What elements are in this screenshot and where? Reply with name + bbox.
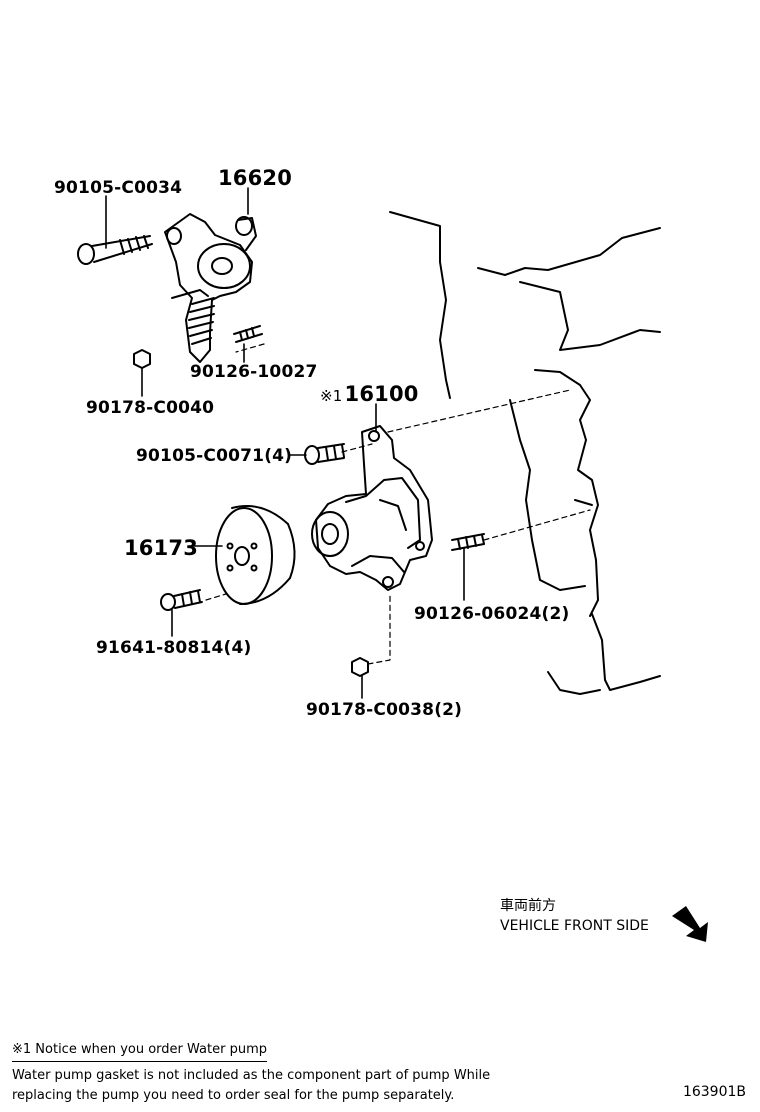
alignment-dashes: [205, 343, 591, 665]
vehicle-front-english: VEHICLE FRONT SIDE: [500, 918, 649, 934]
bolt-91641-80814-drawing: [160, 589, 203, 611]
label-16100[interactable]: ※116100: [320, 382, 419, 408]
label-90126-06024[interactable]: 90126-06024(2): [414, 604, 570, 624]
notice-line-2: replacing the pump you need to order sea…: [12, 1088, 455, 1103]
notice-mark: ※1: [320, 387, 343, 405]
tensioner-16620-drawing: [164, 213, 257, 363]
label-90126-10027[interactable]: 90126-10027: [190, 362, 318, 382]
bolt-90105-c0071-drawing: [304, 443, 345, 465]
label-90105-c0071[interactable]: 90105-C0071(4): [136, 446, 293, 466]
label-90105-c0034[interactable]: 90105-C0034: [54, 178, 183, 198]
pulley-16173-drawing: [215, 505, 296, 605]
label-16620[interactable]: 16620: [218, 166, 293, 190]
stud-90126-06024-drawing: [451, 533, 485, 551]
vehicle-front-indicator: 車両前方 VEHICLE FRONT SIDE: [500, 896, 649, 936]
arrow-icon: [672, 906, 708, 942]
figure-id: 163901B: [682, 1084, 746, 1100]
notice-block: ※1 Notice when you order Water pump Wate…: [12, 1040, 490, 1106]
bolt-90105-c0034-drawing: [77, 235, 153, 265]
engine-block-outline: [389, 211, 661, 695]
water-pump-16100-drawing: [311, 425, 433, 591]
label-90178-c0038[interactable]: 90178-C0038(2): [306, 700, 463, 720]
nut-90178-c0038-drawing: [351, 657, 369, 677]
stud-90126-10027-drawing: [233, 325, 263, 343]
label-91641-80814[interactable]: 91641-80814(4): [96, 638, 252, 658]
notice-title: ※1 Notice when you order Water pump: [12, 1040, 267, 1062]
notice-line-1: Water pump gasket is not included as the…: [12, 1068, 491, 1083]
label-90178-c0040[interactable]: 90178-C0040: [86, 398, 215, 418]
label-16173[interactable]: 16173: [124, 536, 199, 560]
label-16100-number: 16100: [344, 382, 419, 406]
nut-90178-c0040-drawing: [133, 349, 151, 369]
leader-lines: [105, 187, 465, 699]
vehicle-front-japanese: 車両前方: [500, 898, 556, 914]
